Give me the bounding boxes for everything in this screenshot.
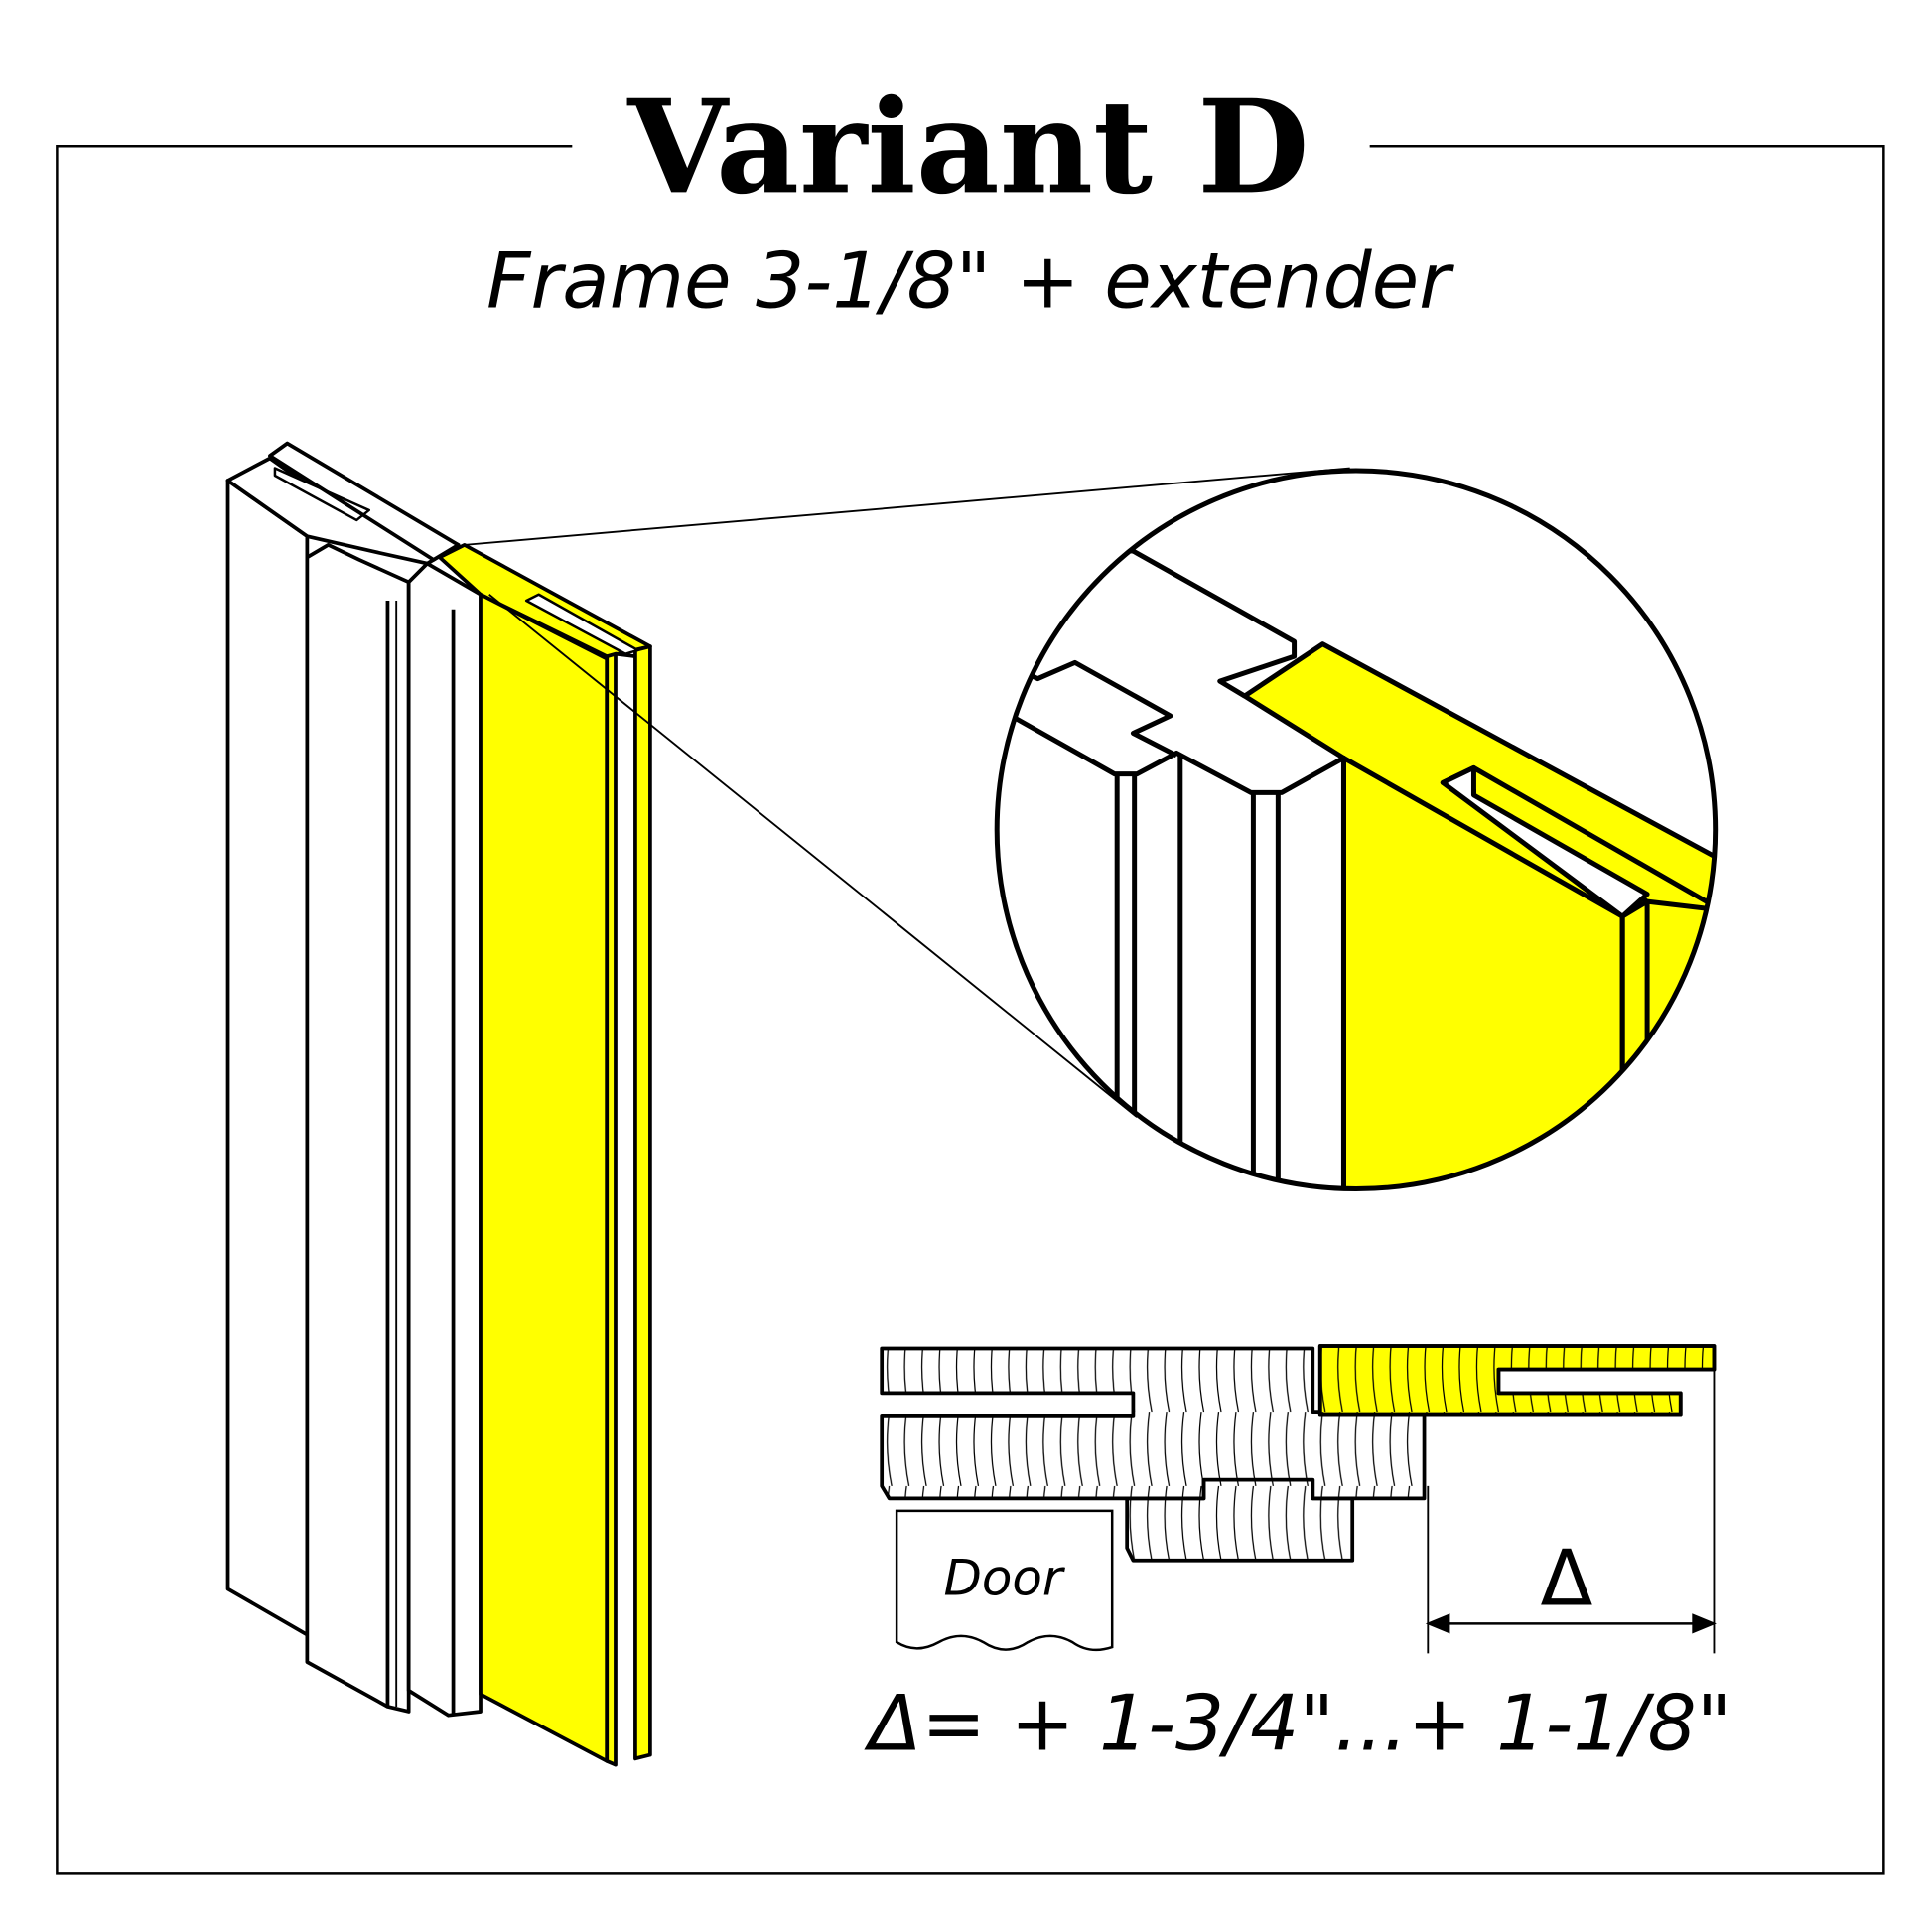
door-panel: Door	[895, 1509, 1114, 1652]
subtitle: Frame 3-1/8" + extender	[486, 236, 1454, 326]
door-label: Door	[943, 1550, 1065, 1607]
frame-isometric	[225, 441, 652, 1767]
detail-magnifier	[997, 471, 1716, 1189]
cross-section	[880, 1344, 1717, 1563]
delta-formula: Δ= + 1-3/4"...+ 1-1/8"	[864, 1680, 1731, 1769]
delta-symbol: Δ	[1541, 1535, 1593, 1624]
detail-circle-outline	[994, 468, 1719, 1192]
delta-dimension	[1425, 1362, 1717, 1654]
zoom-line-top	[464, 467, 1350, 546]
zoom-line-bottom	[488, 594, 1138, 1118]
border-frame	[56, 144, 1885, 1875]
title: Variant D	[626, 70, 1309, 222]
